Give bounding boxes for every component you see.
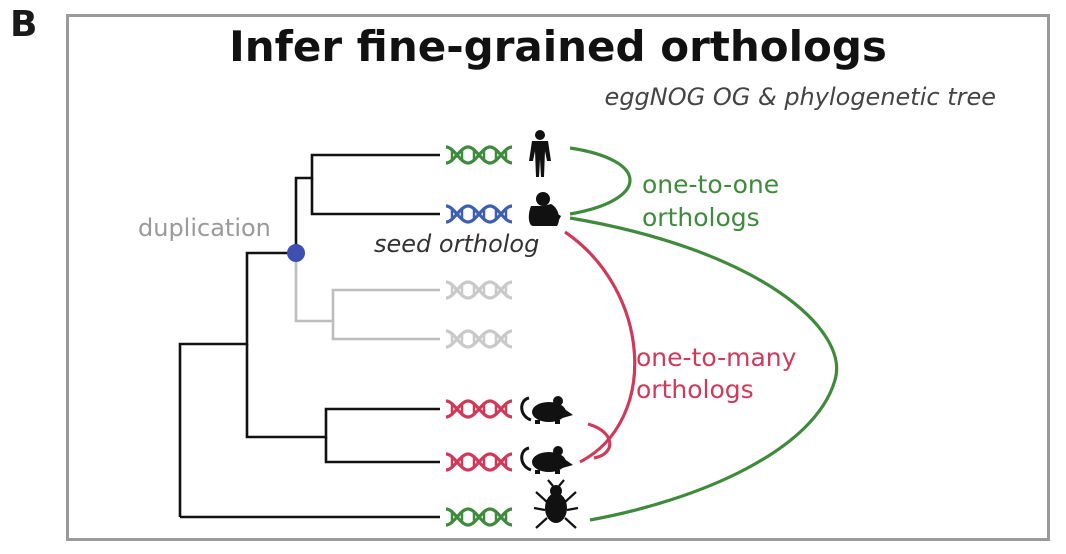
fly-icon xyxy=(533,479,579,529)
one-to-one-label-line2: orthologs xyxy=(642,203,760,232)
tree-branch-gorilla xyxy=(310,178,440,216)
tree-branches-main xyxy=(178,251,296,517)
diagram-subtitle: eggNOG OG & phylogenetic tree xyxy=(604,83,996,111)
ortholog-connectors xyxy=(564,146,839,522)
gorilla-icon xyxy=(528,192,561,226)
mouse-icon xyxy=(520,444,575,476)
diagram-title: Infer fine-grained orthologs xyxy=(229,22,887,71)
dna-icon xyxy=(444,329,514,349)
human-icon xyxy=(529,130,551,177)
duplication-node xyxy=(287,244,305,262)
one-to-many-mouse-link xyxy=(587,422,612,460)
panel-label: B xyxy=(10,4,38,45)
dna-icon xyxy=(444,507,514,527)
dna-icon xyxy=(444,452,514,472)
one-to-one-bracket xyxy=(569,146,632,216)
tree-branch-mouse2 xyxy=(324,437,440,464)
one-to-many-bracket xyxy=(564,230,637,464)
dna-icon xyxy=(444,204,514,224)
tree-branches-mouse xyxy=(245,344,440,439)
one-to-many-label-line1: one-to-many xyxy=(636,343,797,372)
phylogenetic-tree xyxy=(178,153,440,519)
tree-branch-grey2 xyxy=(331,321,440,341)
panel-frame xyxy=(66,14,1050,541)
dna-icon xyxy=(444,280,514,300)
mouse-icon xyxy=(520,394,575,426)
one-to-one-label-line1: one-to-one xyxy=(642,170,779,199)
tree-branches-grey xyxy=(294,253,440,323)
dna-icon xyxy=(444,145,514,165)
one-to-one-fly-link xyxy=(569,216,839,522)
dna-icon xyxy=(444,399,514,419)
duplication-label: duplication xyxy=(138,214,271,242)
seed-ortholog-label: seed ortholog xyxy=(374,230,539,258)
one-to-many-label-line2: orthologs xyxy=(636,375,754,404)
